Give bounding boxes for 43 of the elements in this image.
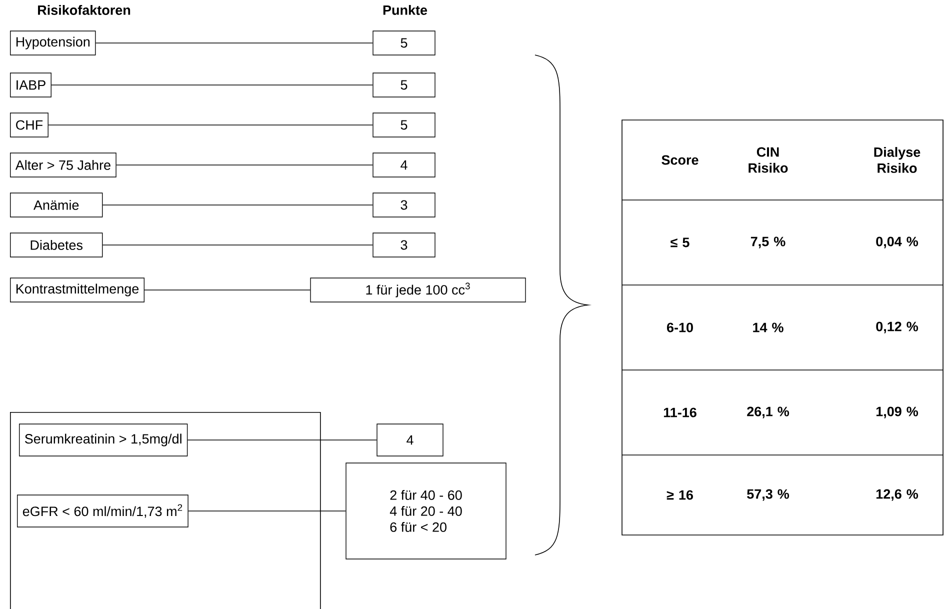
factor-box: Serumkreatinin > 1,5mg/dl	[19, 424, 188, 456]
points-box: 3	[372, 232, 436, 258]
connector-line	[116, 164, 373, 166]
table-cell: 7,5 %	[750, 236, 786, 248]
factor-box: Diabetes	[10, 232, 103, 258]
points-box: 2 für 40 - 60 4 für 20 - 40 6 für < 20	[346, 462, 506, 560]
connector-line	[102, 204, 373, 206]
factor-box: Hypotension	[10, 30, 96, 56]
table-cell: 6-10	[667, 322, 693, 332]
table-cell: 12,6 %	[876, 489, 918, 501]
table-header: Dialyse Risiko	[874, 147, 920, 173]
table-header: Score	[662, 155, 698, 165]
table-cell: 26,1 %	[747, 406, 790, 418]
connector-line	[102, 244, 373, 246]
table-cell: ≤ 5	[670, 238, 690, 248]
table-header: CIN Risiko	[748, 147, 788, 173]
connector-line	[48, 124, 373, 126]
points-box: 4	[372, 152, 436, 178]
table-cell: 0,04 %	[876, 236, 918, 248]
table-cell: 0,12 %	[876, 322, 918, 334]
factor-box: Kontrastmittelmenge	[10, 278, 145, 302]
factor-box: Alter > 75 Jahre	[10, 152, 116, 178]
table-cell: 1,09 %	[876, 406, 918, 418]
table-cell: 11-16	[664, 408, 696, 418]
table-cell: ≥ 16	[666, 490, 693, 500]
points-box: 5	[372, 112, 436, 138]
factor-box: Anämie	[10, 192, 103, 218]
table-cell: 57,3 %	[747, 489, 790, 501]
points-box: 3	[372, 192, 436, 218]
points-box: 5	[372, 30, 436, 56]
connector-line	[51, 84, 373, 86]
points-box: 5	[372, 72, 436, 98]
group-box	[10, 412, 321, 609]
points-box: 1 für jede 100 cc$^{3}$	[310, 278, 526, 302]
column-header: Punkte	[383, 5, 428, 15]
factor-box: IABP	[10, 72, 52, 98]
connector-line	[188, 510, 346, 512]
factor-box: CHF	[10, 112, 48, 138]
connector-line	[95, 42, 373, 44]
table-cell: 14 %	[753, 322, 784, 332]
factor-box: eGFR < 60 ml/min/1,73 m$^{2}$	[17, 494, 188, 528]
column-header: Risikofaktoren	[38, 5, 130, 15]
points-box: 4	[376, 424, 444, 456]
